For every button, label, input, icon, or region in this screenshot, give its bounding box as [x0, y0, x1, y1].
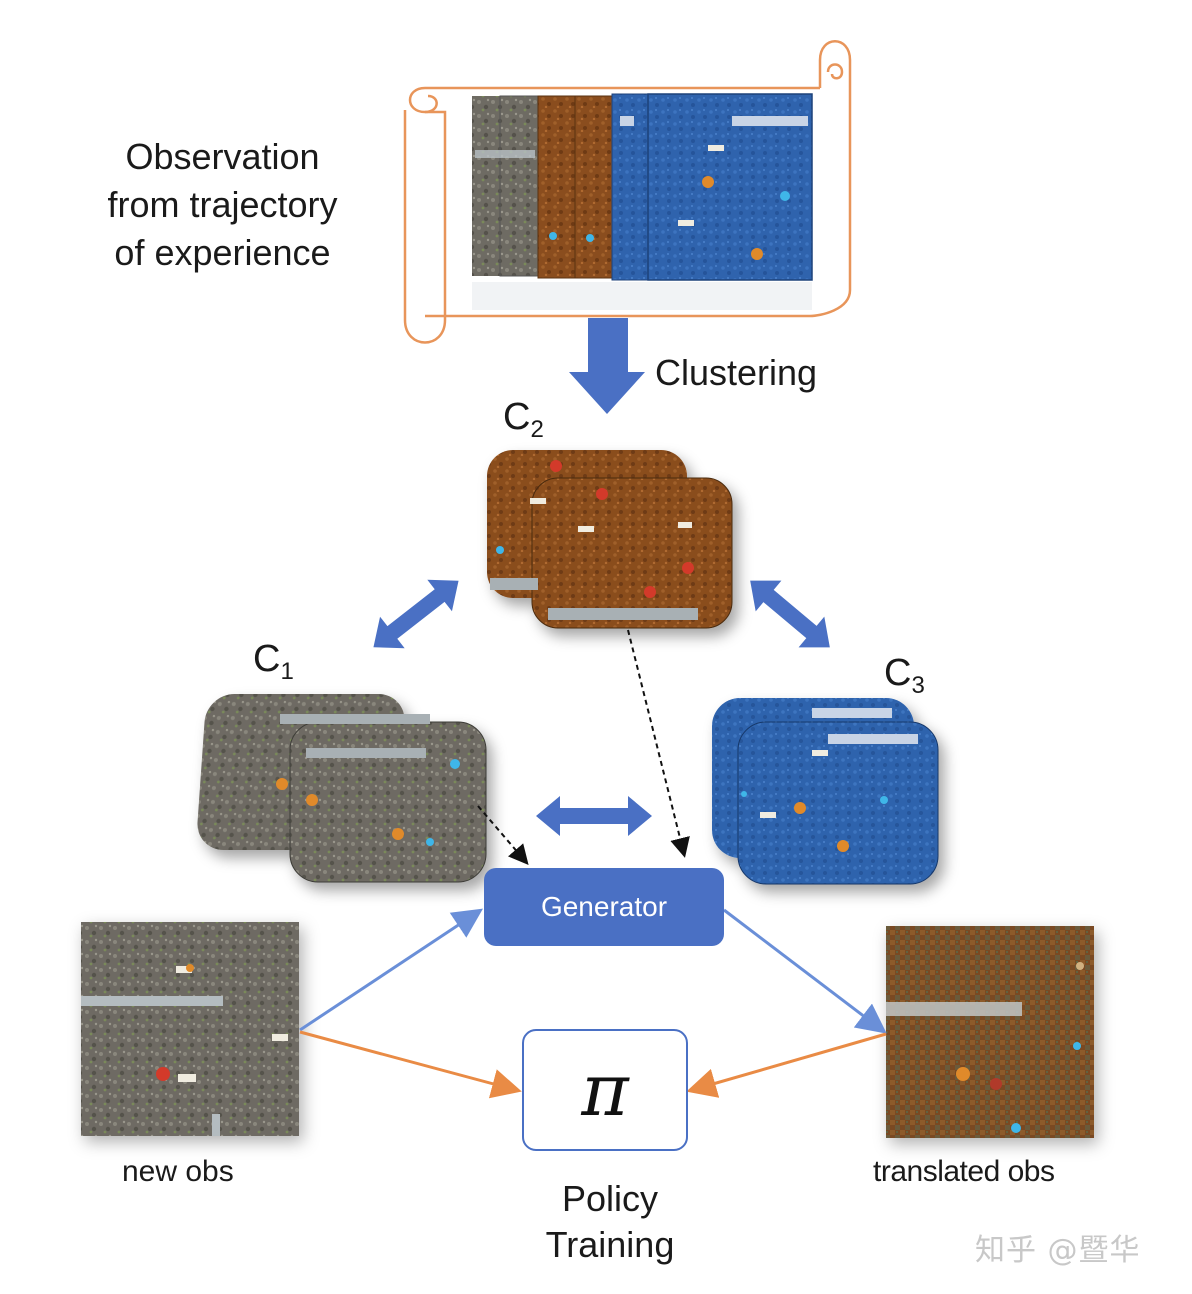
arrow-c1-c3: [536, 796, 652, 836]
translated-obs-details: [886, 962, 1084, 1133]
arrow-translated-policy: [686, 1032, 887, 1098]
policy-pi-box: π: [522, 1029, 688, 1151]
cluster-c3-tiles: [712, 698, 939, 885]
dashed-arrow-c1-generator: [477, 805, 529, 866]
policy-line-1: Policy: [561, 1178, 659, 1219]
arrow-c2-c3: [750, 580, 830, 648]
new-obs-details: [81, 964, 288, 1136]
observation-line-3: of experience: [114, 232, 331, 273]
generator-label: Generator: [540, 891, 668, 922]
dashed-arrow-c2-generator: [627, 629, 690, 858]
policy-line-2: Training: [545, 1224, 675, 1265]
new-obs-image: [81, 922, 299, 1136]
cluster-c1-tiles: [197, 694, 487, 883]
observation-line-2: from trajectory: [107, 184, 338, 225]
cluster-c3-label: C3: [884, 652, 925, 699]
cluster-c1-label: C1: [253, 638, 294, 685]
cluster-c3-details: [741, 708, 918, 852]
generator-box: Generator: [484, 868, 724, 946]
arrow-c1-c2: [373, 579, 459, 649]
clustering-arrow: [569, 318, 645, 414]
cluster-c2-details: [490, 460, 698, 620]
cluster-c2-tiles: [487, 450, 733, 629]
arrow-newobs-policy: [299, 1030, 522, 1099]
trajectory-scroll: [403, 40, 852, 344]
arrow-generator-translated: [723, 908, 887, 1034]
trajectory-frames: [472, 93, 813, 310]
observation-label: Observation from trajectory of experienc…: [80, 133, 365, 277]
new-obs-label: new obs: [122, 1155, 234, 1188]
policy-training-label: Policy Training: [505, 1176, 715, 1268]
observation-line-1: Observation: [125, 136, 320, 177]
clustering-label: Clustering: [655, 352, 818, 393]
arrow-newobs-generator: [299, 908, 484, 1032]
cluster-c2-label: C2: [503, 396, 544, 443]
translated-obs-image: [886, 926, 1094, 1138]
watermark: 知乎 @暨华: [975, 1233, 1141, 1268]
cluster-c1-details: [276, 714, 460, 846]
pi-symbol: π: [581, 1048, 629, 1132]
translated-obs-label: translated obs: [873, 1155, 1055, 1188]
